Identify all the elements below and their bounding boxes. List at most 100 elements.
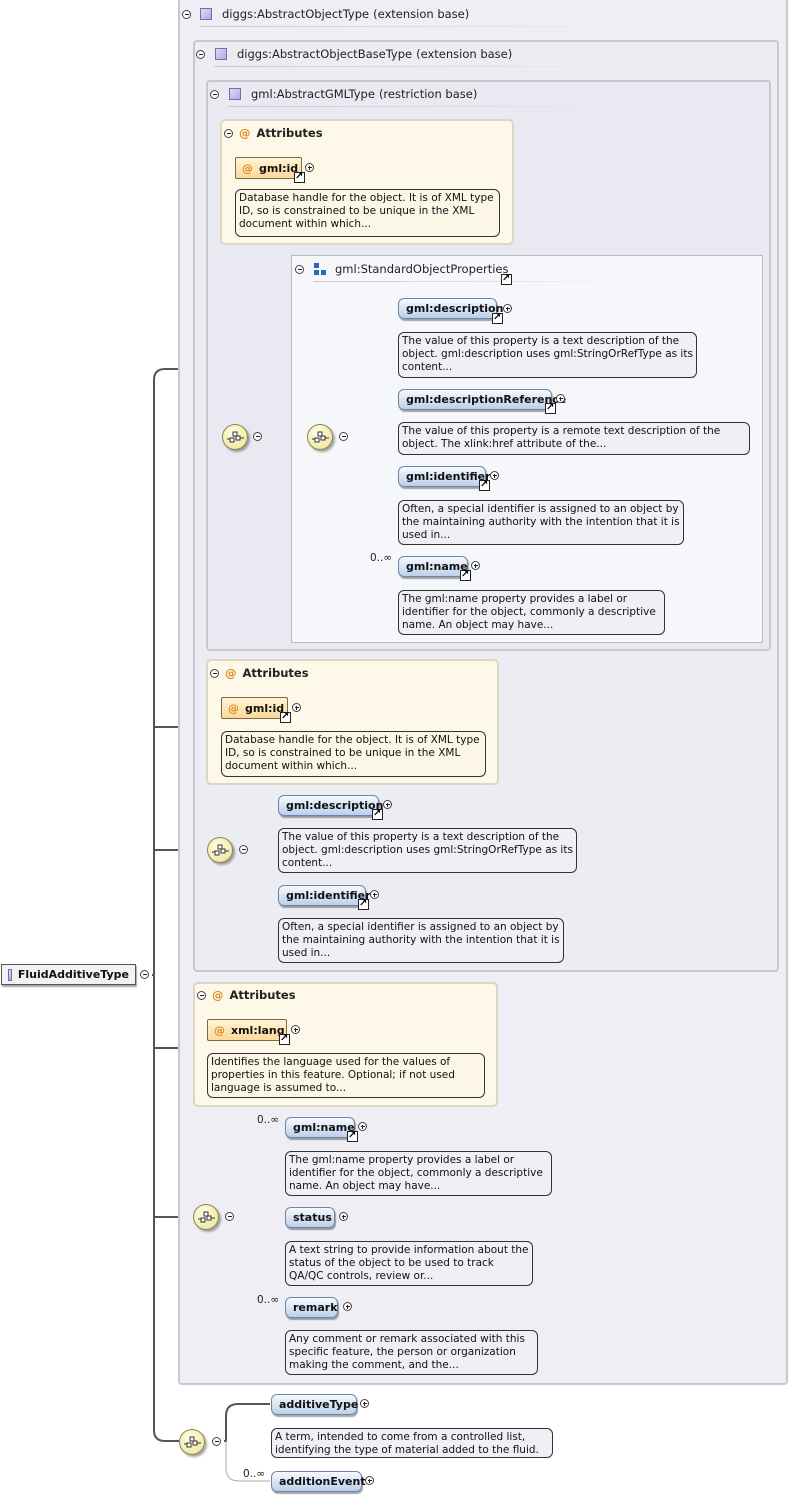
element-name: gml:description [286, 799, 384, 812]
expand-icon[interactable] [292, 703, 301, 712]
element-doc: Any comment or remark associated with th… [285, 1330, 538, 1375]
collapse-icon[interactable] [212, 1437, 221, 1446]
attribute-doc: Identifies the language used for the val… [207, 1053, 485, 1098]
element-status[interactable]: status [285, 1207, 335, 1228]
complex-type-icon [215, 48, 227, 60]
type-name: diggs:AbstractObjectBaseType [237, 47, 413, 61]
expand-icon[interactable] [490, 471, 499, 480]
collapse-icon[interactable] [210, 89, 219, 99]
expand-icon[interactable] [383, 800, 392, 809]
element-gml-description[interactable]: gml:description [278, 795, 383, 816]
attribute-icon: @ [242, 161, 253, 175]
cardinality-label: 0..∞ [257, 1294, 280, 1306]
element-gml-identifier[interactable]: gml:identifier [278, 885, 371, 906]
element-doc: A term, intended to come from a controll… [271, 1428, 553, 1458]
attribute-name: gml:id [259, 161, 299, 175]
collapse-icon[interactable] [224, 128, 233, 138]
attribute-gml-id[interactable]: @ gml:id [235, 157, 302, 179]
link-icon[interactable] [460, 568, 471, 582]
expand-icon[interactable] [360, 1399, 369, 1408]
attribute-doc: Database handle for the object. It is of… [221, 731, 486, 777]
element-gml-description[interactable]: gml:description [398, 298, 503, 319]
element-name: gml:identifier [406, 470, 491, 483]
attribute-doc: Database handle for the object. It is of… [235, 189, 500, 237]
attribute-gml-id[interactable]: @ gml:id [221, 697, 288, 719]
link-icon[interactable] [492, 311, 503, 325]
sequence-icon[interactable] [179, 1429, 205, 1455]
link-icon[interactable] [294, 170, 305, 184]
expand-icon[interactable] [291, 1025, 300, 1034]
attribute-name: xml:lang [231, 1023, 285, 1037]
link-icon[interactable] [280, 710, 291, 724]
complex-type-icon [229, 88, 241, 100]
link-icon[interactable] [372, 807, 383, 821]
abstract-gml-type-header[interactable]: gml:AbstractGMLType (restriction base) [210, 87, 630, 107]
type-name: diggs:AbstractObjectType [222, 7, 370, 21]
attributes-header[interactable]: @ Attributes [224, 126, 323, 140]
expand-icon[interactable] [343, 1302, 352, 1311]
element-doc: The gml:name property provides a label o… [285, 1151, 552, 1196]
expand-icon[interactable] [370, 890, 379, 899]
collapse-icon[interactable] [197, 990, 206, 1000]
element-name: additionEvent [279, 1475, 366, 1488]
attributes-label: Attributes [256, 126, 323, 140]
element-name: gml:identifier [286, 889, 371, 902]
attributes-header[interactable]: @ Attributes [197, 988, 296, 1002]
root-type-fluid-additive[interactable]: FluidAdditiveType [1, 964, 136, 985]
collapse-icon[interactable] [339, 432, 348, 441]
element-gml-name[interactable]: gml:name [398, 556, 468, 577]
link-icon[interactable] [358, 897, 369, 911]
expand-icon[interactable] [339, 1212, 348, 1221]
attributes-header[interactable]: @ Attributes [210, 666, 309, 680]
element-gml-identifier[interactable]: gml:identifier [398, 466, 491, 487]
element-doc: The value of this property is a text des… [278, 828, 577, 873]
collapse-icon[interactable] [239, 845, 248, 854]
attribute-icon: @ [225, 666, 237, 680]
attribute-icon: @ [239, 126, 251, 140]
type-name: gml:AbstractGMLType [251, 87, 375, 101]
group-header[interactable]: gml:StandardObjectProperties [295, 262, 640, 282]
abstract-object-base-type-header[interactable]: diggs:AbstractObjectBaseType (extension … [196, 47, 636, 67]
link-icon[interactable] [479, 478, 490, 492]
link-icon[interactable] [501, 272, 512, 286]
expand-icon[interactable] [305, 163, 314, 172]
expand-icon[interactable] [365, 1476, 374, 1485]
group-icon [314, 262, 327, 276]
link-icon[interactable] [545, 401, 556, 415]
element-addition-event[interactable]: additionEvent [271, 1471, 366, 1492]
element-gml-name[interactable]: gml:name [285, 1117, 355, 1138]
collapse-icon[interactable] [210, 668, 219, 678]
element-name: additiveType [279, 1398, 359, 1411]
element-name: gml:descriptionReference [406, 393, 567, 406]
attribute-xml-lang[interactable]: @ xml:lang [207, 1019, 287, 1041]
type-kind: (extension base) [416, 47, 513, 61]
link-icon[interactable] [347, 1129, 358, 1143]
complex-type-icon [200, 8, 212, 20]
sequence-icon[interactable] [193, 1204, 219, 1230]
sequence-icon[interactable] [207, 837, 233, 863]
cardinality-label: 0..∞ [370, 552, 393, 564]
element-doc: Often, a special identifier is assigned … [278, 918, 564, 963]
element-remark[interactable]: remark [285, 1297, 338, 1318]
collapse-icon[interactable] [253, 432, 262, 441]
link-icon[interactable] [279, 1032, 290, 1046]
element-gml-description-reference[interactable]: gml:descriptionReference [398, 389, 566, 410]
collapse-icon[interactable] [182, 9, 191, 19]
cardinality-label: 0..∞ [257, 1114, 280, 1126]
sequence-icon[interactable] [307, 424, 333, 450]
collapse-icon[interactable] [295, 264, 304, 274]
expand-icon[interactable] [556, 394, 565, 403]
collapse-icon[interactable] [196, 49, 205, 59]
element-doc: The gml:name property provides a label o… [398, 590, 665, 635]
expand-icon[interactable] [503, 304, 512, 313]
sequence-icon[interactable] [222, 424, 248, 450]
abstract-object-type-header[interactable]: diggs:AbstractObjectType (extension base… [182, 7, 642, 27]
expand-icon[interactable] [358, 1122, 367, 1131]
element-additive-type[interactable]: additiveType [271, 1394, 359, 1415]
expand-icon[interactable] [471, 561, 480, 570]
collapse-icon[interactable] [140, 970, 149, 979]
element-doc: The value of this property is a text des… [398, 332, 697, 378]
attributes-label: Attributes [242, 666, 309, 680]
collapse-icon[interactable] [225, 1212, 234, 1221]
type-kind: (restriction base) [378, 87, 478, 101]
